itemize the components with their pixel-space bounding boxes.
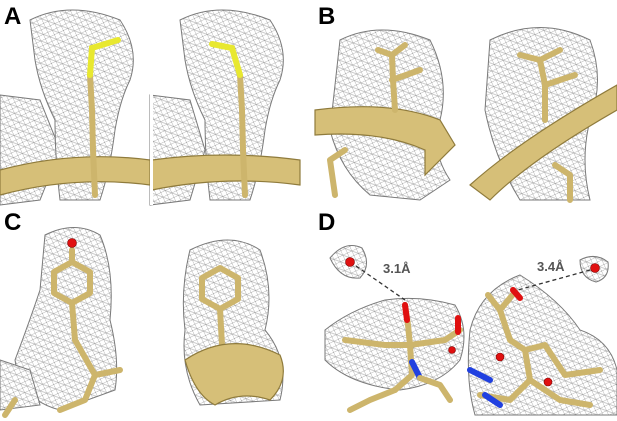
- panel-d: 3.1Å 3.4Å D: [318, 209, 617, 416]
- density-mesh-right: [179, 9, 284, 201]
- oxygen-atom: [543, 377, 553, 387]
- water-oxygen-right: [590, 263, 600, 273]
- panel-label-c: C: [4, 209, 21, 236]
- hbond-left: [355, 265, 406, 301]
- oxygen-atom: [448, 346, 456, 354]
- panel-label-a: A: [4, 3, 21, 30]
- hbond-right: [517, 269, 591, 291]
- oxygen-atom: [67, 238, 77, 248]
- panel-label-d: D: [318, 209, 335, 236]
- panel-b: B: [314, 3, 617, 203]
- water-oxygen-left: [345, 257, 355, 267]
- oxygen-atom: [495, 352, 505, 362]
- distance-label-right: 3.4Å: [537, 259, 565, 274]
- distance-label-left: 3.1Å: [383, 261, 411, 276]
- panel-c: C: [0, 209, 284, 418]
- panel-a: A: [0, 0, 301, 206]
- panel-label-b: B: [318, 3, 335, 30]
- density-mesh-left: [29, 9, 134, 201]
